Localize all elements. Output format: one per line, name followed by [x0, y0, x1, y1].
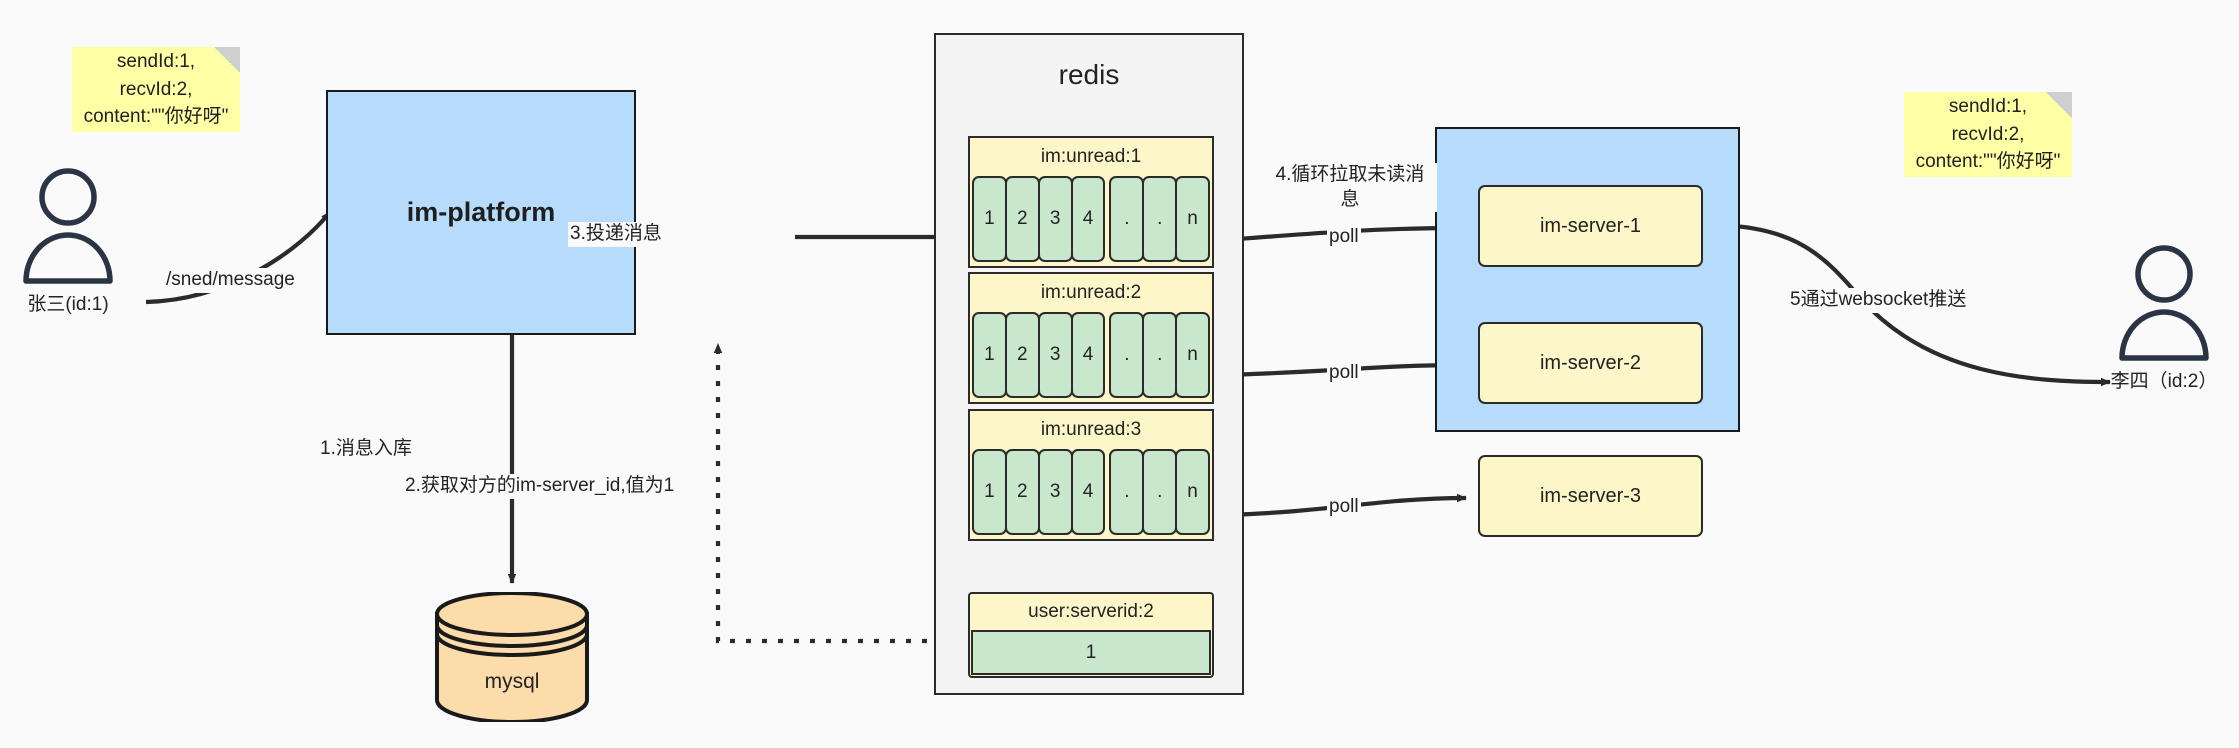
edge-label-send-message: /sned/message — [164, 268, 297, 293]
edge-label-poll-3: poll — [1327, 495, 1361, 520]
im-server-3-label: im-server-3 — [1539, 484, 1642, 507]
redis-cell[interactable]: 2 — [1004, 312, 1040, 398]
redis-cell[interactable]: 4 — [1070, 449, 1106, 535]
redis-cells-0: 1 2 3 4 . . n — [972, 176, 1211, 262]
actor-zhangsan: 张三(id:1) — [22, 165, 114, 315]
redis-kv-value: 1 — [971, 630, 1211, 675]
redis-key-group-0[interactable]: im:unread:1 1 2 3 4 . . n — [968, 136, 1214, 268]
edge-label-step5: 5通过websocket推送 — [1788, 288, 1969, 313]
actor-zhangsan-caption: 张三(id:1) — [27, 294, 109, 315]
redis-cell[interactable]: 3 — [1037, 312, 1073, 398]
redis-cell[interactable]: 3 — [1037, 176, 1073, 262]
edge-label-step4: 4.循环拉取未读消 息 — [1263, 163, 1437, 213]
edge-label-step3: 3.投递消息 — [568, 222, 664, 247]
redis-key-group-1[interactable]: im:unread:2 1 2 3 4 . . n — [968, 272, 1214, 404]
sticky-note-left: sendId:1, recvId:2, content:""你好呀" — [72, 47, 240, 132]
actor-lisi-caption: 李四（id:2） — [2110, 371, 2218, 392]
edge-label-poll-1: poll — [1327, 225, 1361, 250]
redis-cell[interactable]: 1 — [972, 176, 1007, 262]
im-server-1-label: im-server-1 — [1539, 214, 1642, 237]
redis-cell[interactable]: 1 — [972, 449, 1007, 535]
im-platform-label: im-platform — [406, 197, 556, 227]
redis-cell[interactable]: 1 — [972, 312, 1007, 398]
redis-cell[interactable]: . — [1109, 449, 1145, 535]
redis-key-label-2: im:unread:3 — [1040, 419, 1142, 440]
redis-cell[interactable]: 4 — [1070, 176, 1106, 262]
im-server-2-label: im-server-2 — [1539, 351, 1642, 374]
redis-cell[interactable]: . — [1142, 449, 1178, 535]
redis-title: redis — [1058, 59, 1120, 90]
redis-cell[interactable]: . — [1142, 176, 1178, 262]
mysql-database[interactable]: mysql — [432, 591, 592, 724]
user-icon — [2119, 245, 2209, 361]
im-platform-box[interactable]: im-platform — [326, 90, 636, 335]
redis-cell[interactable]: n — [1175, 449, 1211, 535]
redis-cell[interactable]: n — [1175, 176, 1211, 262]
sticky-fold-icon — [2046, 92, 2072, 118]
sticky-note-right-text: sendId:1, recvId:2, content:""你好呀" — [1915, 96, 2061, 173]
user-icon — [23, 168, 113, 284]
redis-cell[interactable]: 4 — [1070, 312, 1106, 398]
im-server-1-box[interactable]: im-server-1 — [1478, 185, 1703, 267]
redis-cell[interactable]: . — [1109, 176, 1145, 262]
redis-cell[interactable]: 2 — [1004, 449, 1040, 535]
database-cylinder-icon — [435, 591, 589, 724]
edge-label-poll-2: poll — [1327, 361, 1361, 386]
redis-cell[interactable]: . — [1109, 312, 1145, 398]
redis-cells-2: 1 2 3 4 . . n — [972, 449, 1211, 535]
redis-key-group-2[interactable]: im:unread:3 1 2 3 4 . . n — [968, 409, 1214, 541]
im-server-2-box[interactable]: im-server-2 — [1478, 322, 1703, 404]
sticky-note-right: sendId:1, recvId:2, content:""你好呀" — [1904, 92, 2072, 177]
actor-lisi: 李四（id:2） — [2111, 242, 2217, 392]
redis-cell[interactable]: n — [1175, 312, 1211, 398]
redis-kv-user-serverid[interactable]: user:serverid:2 1 — [968, 592, 1214, 678]
redis-key-label-0: im:unread:1 — [1040, 146, 1142, 167]
redis-cell[interactable]: 3 — [1037, 449, 1073, 535]
im-server-3-box[interactable]: im-server-3 — [1478, 455, 1703, 537]
redis-cell[interactable]: . — [1142, 312, 1178, 398]
redis-key-label-1: im:unread:2 — [1040, 282, 1142, 303]
mysql-label: mysql — [484, 670, 540, 693]
edge-label-step2: 2.获取对方的im-server_id,值为1 — [403, 474, 677, 499]
redis-cell[interactable]: 2 — [1004, 176, 1040, 262]
sticky-note-left-text: sendId:1, recvId:2, content:""你好呀" — [83, 51, 229, 128]
edge-label-step1: 1.消息入库 — [318, 437, 414, 462]
redis-kv-key: user:serverid:2 — [1028, 601, 1154, 622]
sticky-fold-icon — [214, 47, 240, 73]
redis-cells-1: 1 2 3 4 . . n — [972, 312, 1211, 398]
